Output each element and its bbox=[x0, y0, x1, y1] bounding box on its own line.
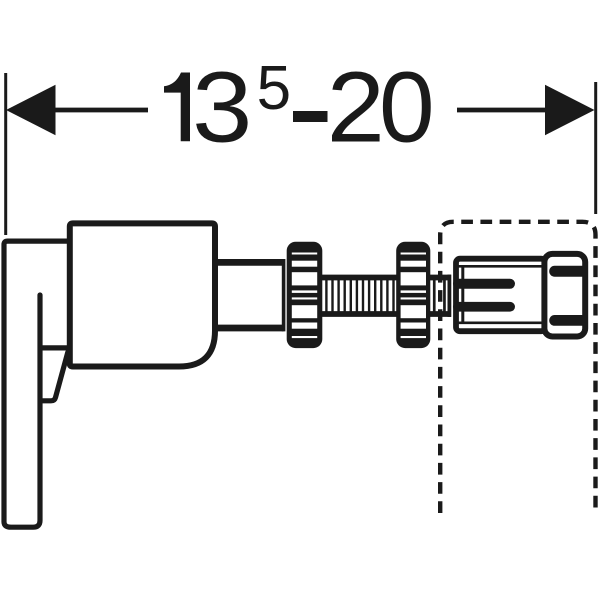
svg-text:5: 5 bbox=[257, 54, 291, 123]
svg-text:3: 3 bbox=[192, 51, 252, 163]
svg-text:2: 2 bbox=[327, 51, 385, 163]
svg-text:0: 0 bbox=[379, 51, 435, 163]
